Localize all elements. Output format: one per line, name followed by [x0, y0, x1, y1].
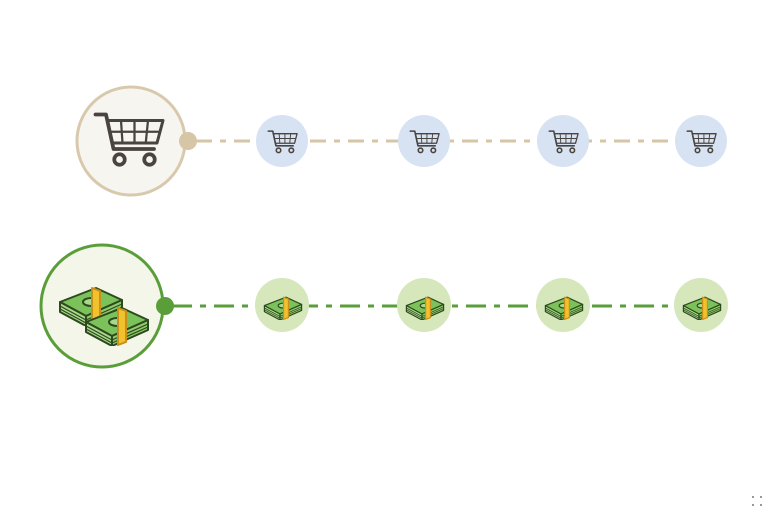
cart-node[interactable]: [256, 115, 308, 167]
money-node[interactable]: [255, 278, 309, 332]
cart-connector-dot: [179, 132, 197, 150]
cart-row: [75, 85, 727, 197]
cart-hub[interactable]: [75, 85, 187, 197]
cart-node[interactable]: [537, 115, 589, 167]
money-row: [39, 243, 728, 369]
money-node[interactable]: [674, 278, 728, 332]
money-connector-dot: [156, 297, 174, 315]
money-node[interactable]: [397, 278, 451, 332]
money-hub[interactable]: [39, 243, 165, 369]
cart-node[interactable]: [398, 115, 450, 167]
corner-grip-icon: [752, 496, 762, 506]
cart-node[interactable]: [675, 115, 727, 167]
money-node[interactable]: [536, 278, 590, 332]
